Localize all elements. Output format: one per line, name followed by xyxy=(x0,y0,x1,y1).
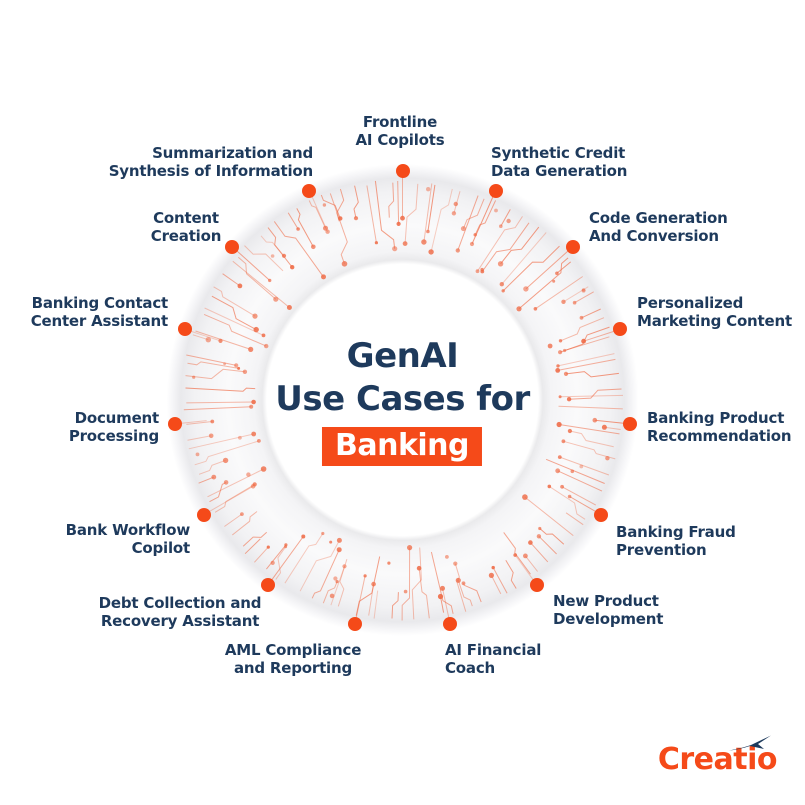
circuit-traces xyxy=(176,173,629,623)
use-case-label-line: Marketing Content xyxy=(637,312,792,330)
use-case-dot xyxy=(623,416,638,431)
use-case-label-line: Center Assistant xyxy=(30,312,169,330)
use-case-dot xyxy=(225,239,240,254)
use-case-label-line: Synthetic Credit xyxy=(491,144,626,162)
use-case-dot xyxy=(177,322,192,337)
use-case-label-line: Code Generation xyxy=(589,209,728,227)
use-case-label-line: Debt Collection and xyxy=(98,594,262,612)
use-case-label-line: Banking Fraud xyxy=(616,523,736,541)
use-case-label-line: Bank Workflow xyxy=(65,521,191,539)
use-case-dot xyxy=(593,507,608,522)
use-case-label-line: Copilot xyxy=(131,539,191,557)
use-case-dot xyxy=(167,416,182,431)
use-case-label-line: Frontline xyxy=(362,113,438,131)
use-case-label-line: Summarization and xyxy=(152,144,313,162)
use-case-dot xyxy=(197,507,212,522)
use-case-dot xyxy=(565,239,580,254)
use-case-label-line: AI Copilots xyxy=(355,131,445,149)
use-case-label-line: Recommendation xyxy=(647,427,792,445)
use-case-label-line: AML Compliance xyxy=(224,641,362,659)
use-case-label-line: Coach xyxy=(445,659,496,677)
use-case-label-line: Development xyxy=(553,610,664,628)
use-case-dot xyxy=(395,164,410,178)
use-case-label-line: Personalized xyxy=(637,294,744,312)
use-case-label-line: And Conversion xyxy=(589,227,719,245)
use-case-label-line: Processing xyxy=(68,427,159,445)
use-case-label-line: Data Generation xyxy=(491,162,628,180)
title-line-2: Use Cases for xyxy=(275,379,530,419)
use-case-dot xyxy=(302,183,317,198)
creatio-logo: Creatio xyxy=(657,735,778,783)
use-case-label-line: Document xyxy=(74,409,160,427)
use-case-label-line: Content xyxy=(153,209,219,227)
use-case-label-line: Banking Contact xyxy=(31,294,169,312)
use-case-label-line: Prevention xyxy=(616,541,707,559)
creatio-wordmark: Creatio xyxy=(657,742,778,777)
creatio-arrow-icon xyxy=(729,735,771,751)
use-case-dot xyxy=(613,322,628,337)
title-line-1: GenAI xyxy=(346,336,459,376)
use-case-dot xyxy=(530,578,545,593)
ring-band xyxy=(166,164,639,636)
use-case-label-line: New Product xyxy=(553,592,659,610)
use-case-dot xyxy=(260,578,275,593)
title-highlight-banking: Banking xyxy=(321,427,483,466)
use-case-dot xyxy=(488,183,503,198)
use-case-dot xyxy=(347,616,362,631)
use-case-dot xyxy=(443,616,458,631)
use-case-label-line: and Reporting xyxy=(233,659,353,677)
use-case-label-line: AI Financial xyxy=(445,641,542,659)
use-case-label-line: Recovery Assistant xyxy=(100,612,260,630)
use-case-label-line: Synthesis of Information xyxy=(108,162,313,180)
use-case-label-line: Creation xyxy=(150,227,222,245)
use-case-label-line: Banking Product xyxy=(647,409,785,427)
